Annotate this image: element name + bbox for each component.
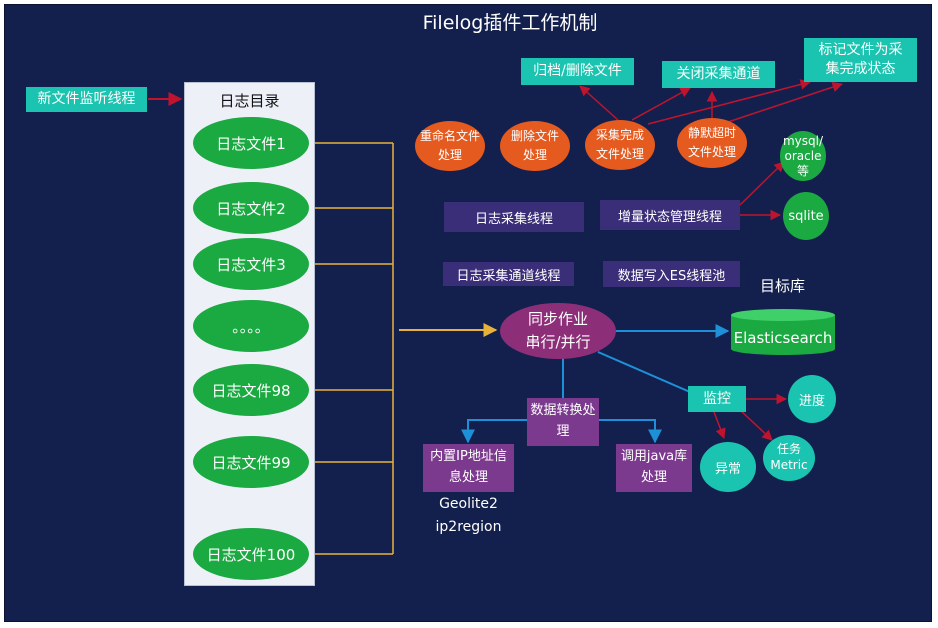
elasticsearch-cylinder <box>731 309 835 355</box>
log-collect-thread: 日志采集线程 <box>444 202 584 232</box>
diagram-title: Filelog插件工作机制 <box>422 12 598 34</box>
collect-complete-handler: 采集完成 文件处理 <box>585 120 655 170</box>
log-file-3: 日志文件3 <box>193 238 309 290</box>
mark-done-box: 标记文件为采 集完成状态 <box>804 38 917 82</box>
es-writer-thread-pool: 数据写入ES线程池 <box>603 261 740 287</box>
ip-line2: 息处理 <box>448 470 488 485</box>
sync-line1: 同步作业 <box>527 309 588 328</box>
sync-job-node: 同步作业 串行/并行 <box>500 303 616 359</box>
delete-line1: 删除文件 <box>510 128 559 143</box>
geolite2-label: Geolite2 <box>439 496 498 512</box>
error-node: 异常 <box>700 442 756 492</box>
mysql-oracle-store: mysql/ oracle 等 <box>780 131 826 181</box>
log-file-100: 日志文件100 <box>193 528 309 580</box>
sync-to-monitor-line <box>597 351 691 393</box>
mysql-line2: oracle <box>784 148 822 163</box>
archive-delete-file-box: 归档/删除文件 <box>521 58 634 85</box>
collect-complete-line2: 文件处理 <box>595 147 644 161</box>
log-file-1: 日志文件1 <box>193 117 309 169</box>
target-store-label: 目标库 <box>760 277 806 295</box>
ip2region-label: ip2region <box>435 519 502 535</box>
data-transform-box: 数据转换处 理 <box>527 398 599 446</box>
java-line2: 处理 <box>640 470 667 485</box>
handler-arrows <box>579 79 843 125</box>
log-file-ellipsis: 。。。。 <box>193 300 309 352</box>
new-file-monitor-thread: 新文件监听线程 <box>26 87 147 112</box>
close-channel-box: 关闭采集通道 <box>662 61 775 88</box>
ip-info-box: 内置IP地址信 息处理 <box>423 444 514 492</box>
silent-timeout-line1: 静默超时 <box>687 125 736 140</box>
java-lib-box: 调用java库 处理 <box>616 444 692 492</box>
delete-line2: 处理 <box>522 148 547 162</box>
to-mysql-arrow <box>739 161 785 206</box>
rename-line1: 重命名文件 <box>419 128 480 143</box>
rename-line2: 处理 <box>437 148 462 162</box>
sync-line2: 串行/并行 <box>525 333 591 351</box>
task-line1: 任务 <box>776 442 801 457</box>
delete-file-handler: 删除文件 处理 <box>500 121 570 171</box>
mysql-line3: 等 <box>796 163 809 178</box>
progress-node: 进度 <box>788 375 836 423</box>
file-bracket <box>315 142 394 555</box>
mysql-line1: mysql/ <box>782 133 824 148</box>
log-file-2: 日志文件2 <box>193 182 309 234</box>
monitor-output-arrows <box>713 393 788 441</box>
silent-timeout-handler: 静默超时 文件处理 <box>677 118 747 168</box>
incremental-state-thread: 增量状态管理线程 <box>600 200 740 230</box>
sqlite-store: sqlite <box>783 192 829 240</box>
log-file-98: 日志文件98 <box>193 364 309 416</box>
task-metric-node: 任务 Metric <box>763 435 815 481</box>
collect-complete-line1: 采集完成 <box>595 127 644 142</box>
log-directory-title: 日志目录 <box>219 92 280 110</box>
log-channel-thread: 日志采集通道线程 <box>443 262 574 286</box>
task-line2: Metric <box>770 458 808 472</box>
java-line1: 调用java库 <box>620 449 688 465</box>
mark-done-line2: 集完成状态 <box>825 61 896 77</box>
log-file-99: 日志文件99 <box>193 436 309 488</box>
ip-line1: 内置IP地址信 <box>430 449 507 465</box>
silent-timeout-line2: 文件处理 <box>687 145 736 159</box>
transform-line1: 数据转换处 <box>530 403 596 419</box>
monitor-box: 监控 <box>688 386 746 412</box>
transform-line2: 理 <box>556 424 570 439</box>
mark-done-line1: 标记文件为采 <box>818 42 903 59</box>
elasticsearch-label: Elasticsearch <box>733 329 833 347</box>
rename-file-handler: 重命名文件 处理 <box>415 121 485 171</box>
transform-branches <box>461 419 662 444</box>
